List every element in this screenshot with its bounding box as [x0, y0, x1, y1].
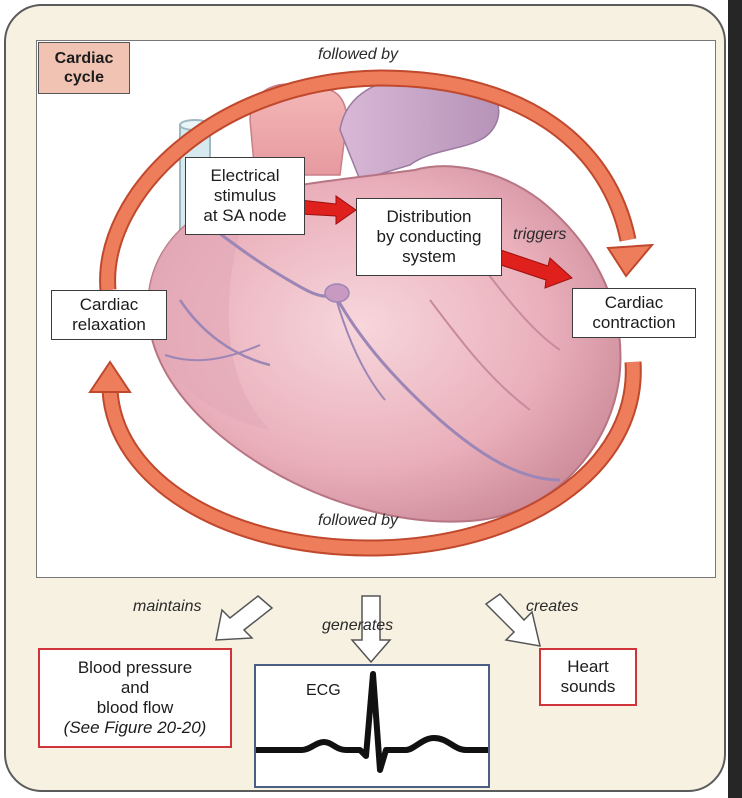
relaxation-box: Cardiac relaxation: [51, 290, 167, 340]
stimulus-line-1: Electrical: [203, 166, 286, 186]
cardiac-cycle-tag: Cardiac cycle: [38, 42, 130, 94]
generates-label: generates: [322, 617, 393, 635]
cycle-tag-line-1: Cardiac: [55, 50, 114, 67]
distribution-box: Distribution by conducting system: [356, 198, 502, 276]
ecg-box: ECG: [254, 664, 490, 788]
contraction-box: Cardiac contraction: [572, 288, 696, 338]
stimulus-line-3: at SA node: [203, 206, 286, 226]
triggers-label: triggers: [513, 226, 566, 244]
distribution-line-1: Distribution: [377, 207, 482, 227]
sounds-line-2: sounds: [541, 677, 635, 697]
heart-illustration: [148, 79, 620, 521]
top-followed-by-label: followed by: [318, 46, 398, 64]
distribution-line-3: system: [377, 247, 482, 267]
maintains-label: maintains: [133, 598, 201, 616]
stimulus-line-2: stimulus: [203, 186, 286, 206]
heart-sounds-box: Heart sounds: [539, 648, 637, 706]
blood-line-2: and: [40, 678, 230, 698]
contraction-line-1: Cardiac: [592, 293, 675, 313]
blood-line-1: Blood pressure: [40, 658, 230, 678]
creates-label: creates: [526, 598, 578, 616]
see-figure-note: (See Figure 20-20): [40, 718, 230, 738]
cycle-tag-line-2: cycle: [64, 69, 104, 86]
ecg-trace: [256, 666, 488, 786]
stimulus-box: Electrical stimulus at SA node: [185, 157, 305, 235]
blood-line-3: blood flow: [40, 698, 230, 718]
sounds-line-1: Heart: [541, 657, 635, 677]
blood-pressure-box: Blood pressure and blood flow (See Figur…: [38, 648, 232, 748]
contraction-line-2: contraction: [592, 313, 675, 333]
relaxation-line-1: Cardiac: [72, 295, 146, 315]
distribution-line-2: by conducting: [377, 227, 482, 247]
relaxation-line-2: relaxation: [72, 315, 146, 335]
bottom-followed-by-label: followed by: [318, 512, 398, 530]
